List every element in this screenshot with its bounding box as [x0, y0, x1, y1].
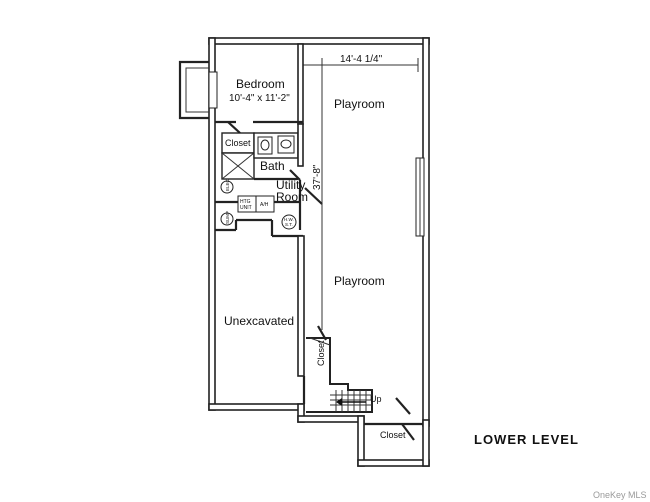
utility-walls: [215, 180, 323, 238]
stairs: [306, 325, 373, 413]
hot-water-label-1: H.W.: [284, 217, 294, 222]
right-window: [415, 157, 425, 237]
playroom-lower-label: Playroom: [334, 274, 385, 288]
bedroom-size-label: 10'-4" x 11'-2": [229, 93, 290, 104]
air-handler-label: A/H: [260, 202, 269, 208]
unexcavated-walls: [297, 235, 306, 404]
playroom-upper-label: Playroom: [334, 97, 385, 111]
closet-stair-label: Closet: [316, 340, 326, 366]
closet-bottom-walls: [364, 397, 423, 441]
utility-room-label: Room: [276, 190, 308, 204]
watermark: OneKey MLS: [593, 490, 647, 500]
level-label: LOWER LEVEL: [474, 432, 579, 447]
elec-panel-label: ELEC: [225, 178, 230, 191]
bedroom-label: Bedroom: [236, 77, 285, 91]
bath-label: Bath: [260, 159, 285, 173]
htg-unit-label-2: UNIT: [240, 205, 252, 211]
bay-window: [178, 60, 218, 120]
closet-bedroom-label: Closet: [225, 138, 251, 148]
outer-walls: [208, 37, 430, 467]
bath-fixtures: [253, 123, 304, 181]
bedroom-walls: [215, 43, 304, 134]
htg-unit-label-1: HTG: [240, 199, 251, 205]
shower: [221, 152, 255, 180]
sump-label: SUMP: [225, 211, 230, 224]
length-dimension-label: 37'-8": [312, 164, 323, 190]
closet-bottom-label: Closet: [380, 430, 406, 440]
equipment: [220, 180, 297, 230]
hot-water-label-2: S.T.: [285, 222, 293, 227]
unexcavated-label: Unexcavated: [224, 314, 294, 328]
utility-label: Utility: [276, 178, 305, 192]
stairs-up-label: Up: [370, 394, 382, 404]
width-dimension-label: 14'-4 1/4": [340, 54, 383, 65]
